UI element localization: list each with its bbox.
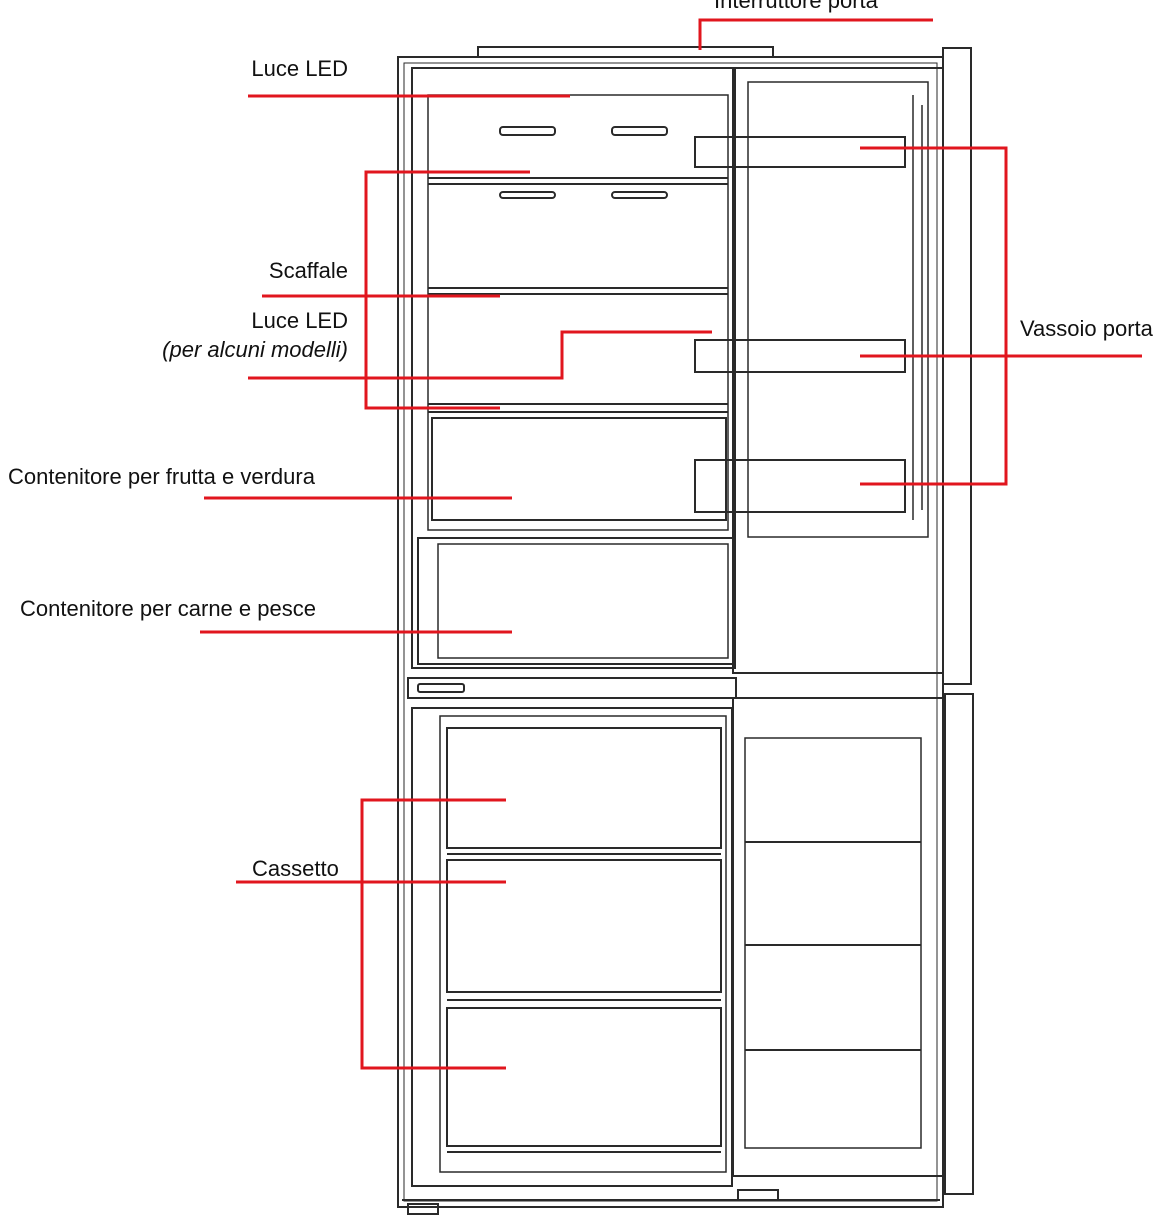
- label-shelf: Scaffale: [268, 258, 348, 283]
- label-door-tray: Vassoio porta: [1020, 316, 1153, 341]
- divider-strip: [407, 677, 737, 699]
- top-cover: [477, 46, 774, 58]
- fridge-door: [732, 67, 944, 674]
- label-door-switch: Interruttore porta: [714, 0, 878, 13]
- meat-box: [417, 537, 735, 665]
- label-led-mid-note: (per alcuni modelli): [162, 337, 348, 362]
- leader-led-mid: [248, 330, 712, 380]
- crisper-box: [431, 417, 727, 521]
- freezer-door: [732, 697, 944, 1177]
- freezer-drawer-2: [446, 859, 722, 993]
- door-tray-3: [694, 459, 906, 513]
- door-tray-1: [694, 136, 906, 168]
- freezer-drawer-3: [446, 1007, 722, 1147]
- leader-door-tray-bracket: [860, 146, 1008, 486]
- freezer-drawer-1: [446, 727, 722, 849]
- freezer-compartment: [411, 707, 733, 1187]
- label-led-top: Luce LED: [251, 56, 348, 81]
- leader-shelf-bracket: [364, 170, 530, 410]
- label-drawer: Cassetto: [252, 856, 339, 881]
- leader-drawer-bracket: [360, 798, 506, 1070]
- leader-lines: [200, 18, 1142, 1070]
- leader-door-switch: [698, 18, 933, 50]
- fridge-door-edge: [942, 47, 972, 685]
- label-meat-box: Contenitore per carne e pesce: [20, 596, 316, 621]
- fridge-compartment: [411, 67, 736, 669]
- freezer-door-edge: [944, 693, 974, 1195]
- label-crisper: Contenitore per frutta e verdura: [8, 464, 315, 489]
- label-led-mid: Luce LED: [251, 308, 348, 333]
- fridge-outline: [397, 46, 974, 1215]
